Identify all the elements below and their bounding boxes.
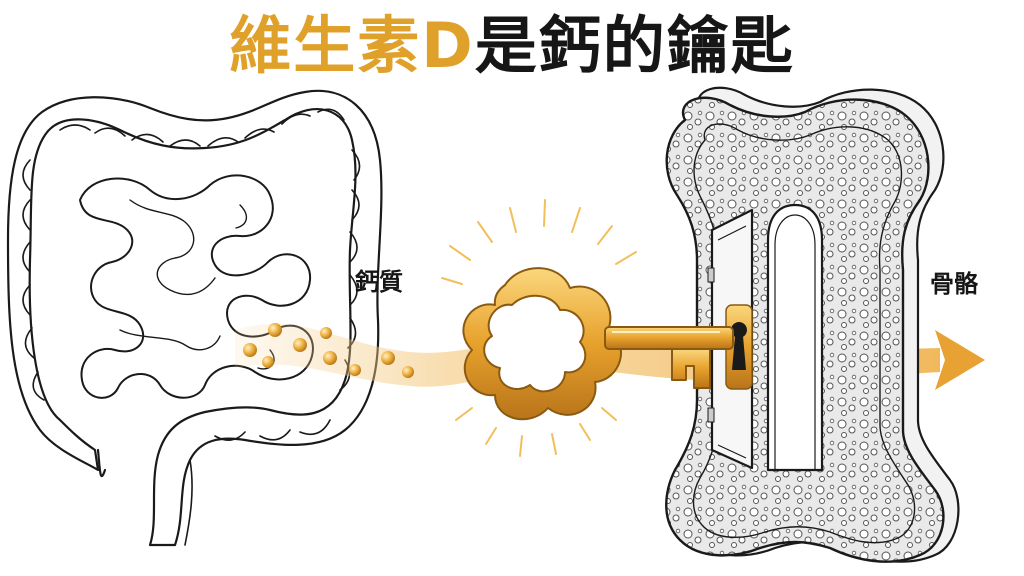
calcium-dot bbox=[349, 364, 361, 376]
bone-label: 骨骼 bbox=[930, 270, 978, 298]
calcium-dot bbox=[262, 356, 274, 368]
calcium-dot bbox=[402, 366, 414, 378]
calcium-dot bbox=[323, 351, 337, 365]
calcium-dot bbox=[320, 327, 332, 339]
calcium-label: 鈣質 bbox=[355, 268, 403, 296]
calcium-dot bbox=[243, 343, 257, 357]
keyhole bbox=[730, 322, 747, 370]
bone-with-door-illustration bbox=[665, 86, 960, 563]
title-rest: 是鈣的鑰匙 bbox=[474, 9, 795, 82]
title-highlight: 維生素D bbox=[229, 9, 475, 82]
calcium-dot bbox=[381, 351, 395, 365]
calcium-dot bbox=[293, 338, 307, 352]
page-title: 維生素D是鈣的鑰匙 bbox=[0, 6, 1024, 86]
calcium-dot bbox=[268, 323, 282, 337]
intestine-illustration bbox=[6, 89, 383, 547]
key-bow-hole bbox=[483, 294, 587, 393]
arrow-head bbox=[935, 330, 985, 390]
glow-rays bbox=[441, 199, 637, 457]
key-shaft bbox=[604, 326, 734, 350]
golden-key-illustration bbox=[462, 267, 734, 421]
door-opening bbox=[766, 203, 824, 472]
key-bit bbox=[671, 348, 711, 389]
